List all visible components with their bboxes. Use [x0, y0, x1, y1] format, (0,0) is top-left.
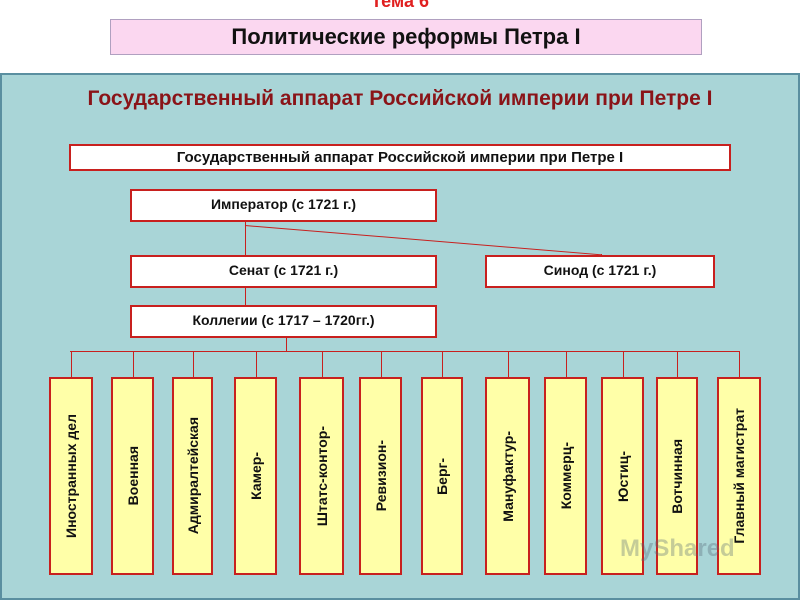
college-label: Военная — [124, 446, 141, 506]
synod-box: Синод (с 1721 г.) — [485, 255, 715, 288]
college-label: Ревизион- — [372, 440, 389, 512]
connector-college-9 — [566, 351, 567, 377]
college-label: Камер- — [247, 452, 264, 500]
college-box: Штатс-контор- — [299, 377, 344, 575]
college-box: Адмиралтейская — [172, 377, 213, 575]
connector-college-2 — [133, 351, 134, 377]
college-box: Вотчинная — [656, 377, 698, 575]
connector-senate-colleges — [245, 288, 246, 305]
emperor-box: Император (с 1721 г.) — [130, 189, 437, 222]
connector-college-7 — [442, 351, 443, 377]
connector-colleges-bus — [70, 351, 739, 352]
college-label: Мануфактур- — [499, 430, 516, 522]
connector-college-12 — [739, 351, 740, 377]
college-box: Военная — [111, 377, 154, 575]
topic-label: Тема 6 — [371, 0, 429, 11]
watermark: MyShared — [620, 535, 735, 562]
college-box: Юстиц- — [601, 377, 644, 575]
connector-college-5 — [322, 351, 323, 377]
connector-college-10 — [623, 351, 624, 377]
college-label: Штатс-контор- — [313, 425, 330, 527]
college-box: Берг- — [421, 377, 463, 575]
college-box: Мануфактур- — [485, 377, 530, 575]
college-box: Главный магистрат — [717, 377, 761, 575]
college-label: Главный магистрат — [731, 408, 747, 544]
page-title: Политические реформы Петра I — [110, 19, 702, 55]
connector-college-1 — [71, 351, 72, 377]
connector-college-11 — [677, 351, 678, 377]
connector-colleges-down — [286, 338, 287, 352]
connector-synod-up — [601, 254, 602, 255]
connector-college-8 — [508, 351, 509, 377]
colleges-box: Коллегии (с 1717 – 1720гг.) — [130, 305, 437, 338]
college-label: Коммерц- — [557, 442, 574, 510]
college-box: Коммерц- — [544, 377, 587, 575]
connector-college-6 — [381, 351, 382, 377]
college-box: Иностранных дел — [49, 377, 93, 575]
diagram-subtitle: Государственный аппарат Российской импер… — [69, 144, 731, 171]
college-label: Иностранных дел — [63, 414, 79, 538]
connector-college-4 — [256, 351, 257, 377]
connector-college-3 — [193, 351, 194, 377]
college-box: Камер- — [234, 377, 277, 575]
college-label: Адмиралтейская — [184, 417, 201, 535]
college-label: Вотчинная — [669, 438, 685, 514]
senate-box: Сенат (с 1721 г.) — [130, 255, 437, 288]
college-label: Берг- — [434, 457, 450, 495]
connector-emperor-down — [245, 222, 246, 255]
diagram-heading: Государственный аппарат Российской импер… — [87, 87, 713, 110]
college-label: Юстиц- — [614, 450, 631, 502]
college-box: Ревизион- — [359, 377, 402, 575]
